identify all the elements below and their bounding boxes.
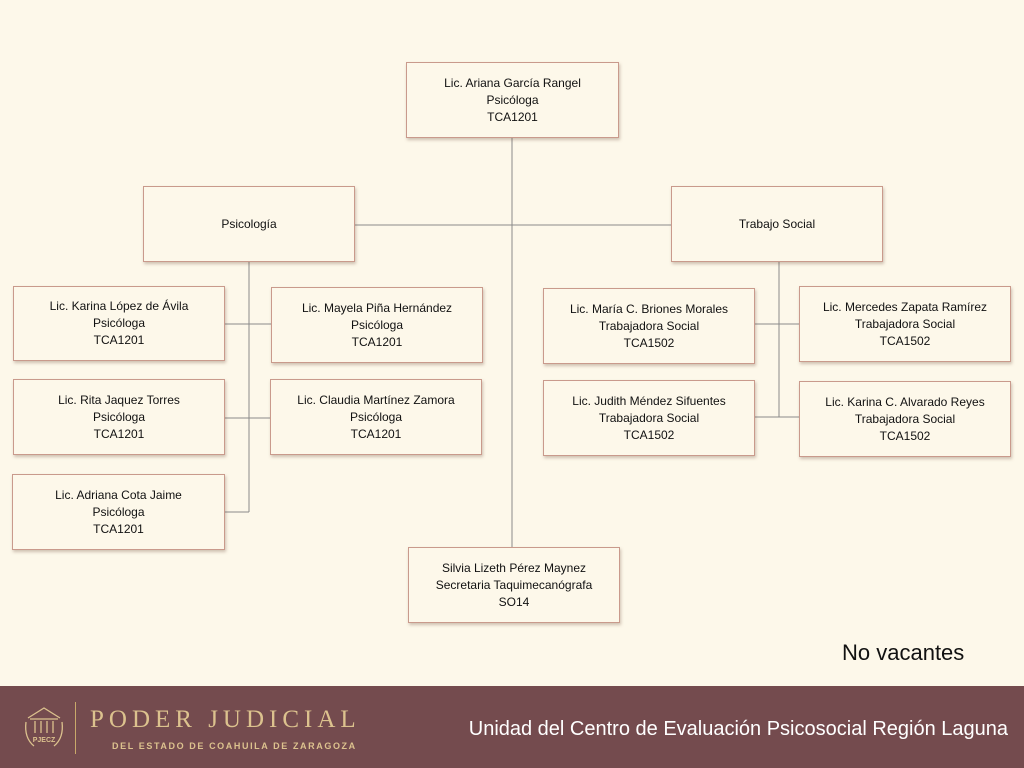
staff-code: TCA1502 (879, 428, 931, 443)
secretary-role: Secretaria Taquimecanógrafa (435, 577, 593, 592)
staff-code: TCA1502 (879, 333, 931, 348)
staff-role: Psicóloga (92, 409, 146, 424)
staff-name: Lic. Karina C. Alvarado Reyes (825, 394, 985, 409)
staff-box-judith-mendez: Lic. Judith Méndez Sifuentes Trabajadora… (543, 380, 755, 456)
staff-code: TCA1502 (623, 427, 675, 442)
brand-title: PODER JUDICIAL (90, 706, 361, 733)
pjecz-seal-icon: PJECZ (25, 707, 63, 747)
svg-text:PJECZ: PJECZ (33, 737, 56, 744)
area-label-psicologia: Psicología (221, 216, 277, 231)
footer-bar: PJECZ PODER JUDICIAL DEL ESTADO DE COAHU… (0, 686, 1024, 768)
staff-code: TCA1201 (93, 333, 145, 347)
staff-role: Psicóloga (350, 317, 404, 332)
staff-name: Lic. María C. Briones Morales (569, 301, 729, 316)
staff-role: Trabajadora Social (598, 318, 700, 333)
area-label-trabajo-social: Trabajo Social (738, 216, 816, 231)
director-role: Psicóloga (486, 92, 539, 107)
staff-name: Lic. Mercedes Zapata Ramírez (822, 299, 988, 314)
staff-box-mercedes-zapata: Lic. Mercedes Zapata Ramírez Trabajadora… (799, 286, 1011, 362)
director-code: TCA1201 (487, 109, 538, 124)
vacancy-note: No vacantes (842, 640, 965, 665)
staff-box-rita-jaquez: Lic. Rita Jaquez Torres Psicóloga TCA120… (13, 379, 225, 455)
staff-role: Trabajadora Social (854, 316, 956, 331)
area-box-psicologia: Psicología (143, 186, 355, 262)
secretary-name: Silvia Lizeth Pérez Maynez (441, 560, 587, 575)
staff-code: TCA1201 (93, 426, 145, 441)
staff-box-claudia-martinez: Lic. Claudia Martínez Zamora Psicóloga T… (270, 379, 482, 455)
staff-name: Lic. Claudia Martínez Zamora (297, 392, 455, 407)
staff-box-karina-alvarado: Lic. Karina C. Alvarado Reyes Trabajador… (799, 381, 1011, 457)
area-box-trabajo-social: Trabajo Social (671, 186, 883, 262)
director-name: Lic. Ariana García Rangel (444, 75, 581, 90)
staff-name: Lic. Mayela Piña Hernández (301, 300, 453, 315)
staff-box-mayela-pina: Lic. Mayela Piña Hernández Psicóloga TCA… (271, 287, 483, 363)
staff-box-maria-briones: Lic. María C. Briones Morales Trabajador… (543, 288, 755, 364)
staff-role: Psicóloga (92, 504, 145, 519)
staff-name: Lic. Rita Jaquez Torres (58, 392, 180, 407)
staff-role: Psicóloga (349, 409, 403, 424)
staff-name: Lic. Adriana Cota Jaime (55, 487, 182, 502)
secretary-code: SO14 (498, 594, 530, 609)
staff-box-karina-lopez: Lic. Karina López de Ávila Psicóloga TCA… (13, 286, 225, 361)
director-box: Lic. Ariana García Rangel Psicóloga TCA1… (406, 62, 619, 138)
staff-code: TCA1201 (93, 521, 144, 536)
staff-name: Lic. Karina López de Ávila (49, 299, 189, 313)
brand-subtitle: DEL ESTADO DE COAHUILA DE ZARAGOZA (112, 741, 357, 751)
staff-code: TCA1502 (623, 335, 675, 350)
staff-code: TCA1201 (350, 426, 402, 441)
staff-code: TCA1201 (351, 334, 403, 349)
staff-box-adriana-cota: Lic. Adriana Cota Jaime Psicóloga TCA120… (12, 474, 225, 550)
secretary-box: Silvia Lizeth Pérez Maynez Secretaria Ta… (408, 547, 620, 623)
staff-role: Trabajadora Social (598, 410, 700, 425)
staff-role: Psicóloga (92, 316, 146, 330)
unit-title: Unidad del Centro de Evaluación Psicosoc… (468, 718, 1008, 740)
staff-name: Lic. Judith Méndez Sifuentes (572, 393, 726, 408)
staff-role: Trabajadora Social (854, 411, 956, 426)
footer-separator (75, 702, 76, 754)
